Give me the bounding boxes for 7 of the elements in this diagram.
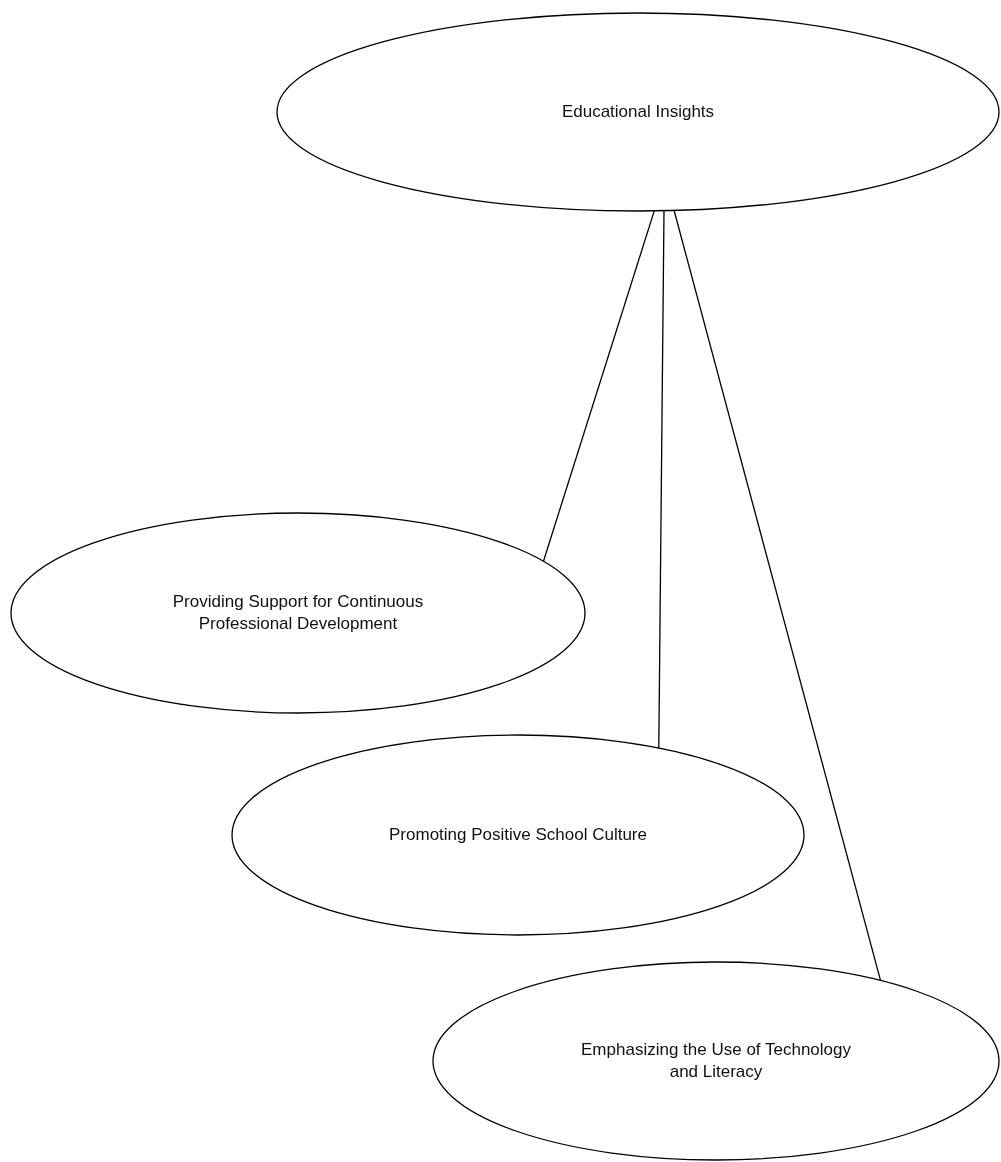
topic-text: Emphasizing the Use of Technology and Literacy [580,1039,852,1083]
connector-line [542,210,655,562]
connector-line [673,209,882,982]
topic-text: Providing Support for Continuous Professional Development [171,591,425,635]
topic-text: Educational Insights [560,101,716,123]
topic-text: Promoting Positive School Culture [388,824,648,846]
connector-line [658,210,665,749]
